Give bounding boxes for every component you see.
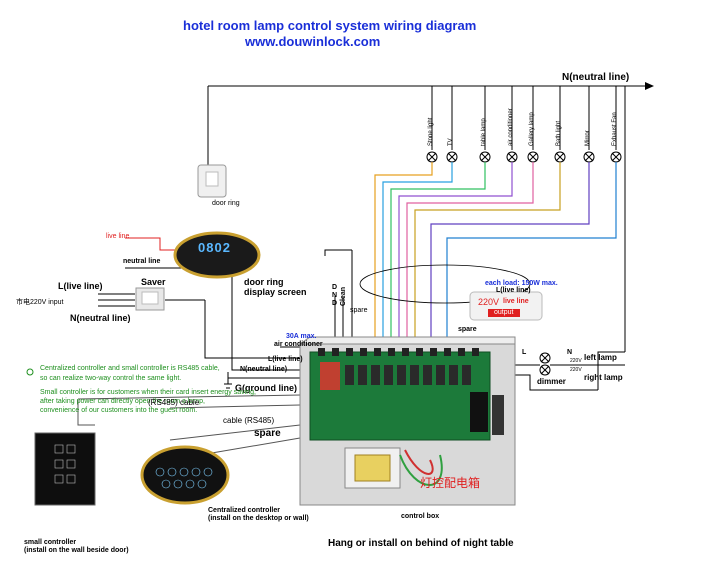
lamp-exhaust-fan <box>610 151 622 163</box>
dnd-letter-2: N <box>332 292 338 299</box>
g-ground-line: G(ground line) <box>235 383 297 393</box>
lamp-label-tv: TV <box>448 138 454 146</box>
n-neutral-line-left: N(neutral line) <box>70 313 131 323</box>
lamp-air-conditioner <box>506 151 518 163</box>
n-neutral-line-box: N(neutral line) <box>240 366 288 373</box>
control-box-drawing <box>298 336 516 506</box>
dimmer-v1-label: 220V <box>570 358 582 364</box>
output-label: output <box>494 309 514 316</box>
lamp-mirror <box>583 151 595 163</box>
dimmer-l-label: L <box>522 349 527 356</box>
control-box-label: control box <box>401 513 440 520</box>
ac-max-label: 30A max. <box>286 333 317 340</box>
lamp-tv <box>446 151 458 163</box>
v220-label: 220V <box>478 297 500 307</box>
live-line-box-label: live line <box>503 298 529 305</box>
lamp-label-bath: Bath light <box>556 120 562 146</box>
spare-right-label: spare <box>458 326 477 333</box>
live-line-red-label: live line <box>106 233 130 240</box>
display-number: 0802 <box>198 240 231 255</box>
left-lamp-label: left lamp <box>584 353 617 362</box>
cn-box-label: 灯控配电箱 <box>420 476 481 490</box>
lamp-gallery <box>527 151 539 163</box>
neutral-line-small-label: neutral line <box>123 258 161 265</box>
right-lamp-label: right lamp <box>584 373 623 382</box>
door-ring-small-label: door ring <box>212 200 240 207</box>
clean-label: Clean <box>340 286 347 306</box>
neutral-line-top-label: N(neutral line) <box>562 72 630 83</box>
lamp-table <box>479 151 491 163</box>
air-conditioner-label: air conditioner <box>274 341 323 348</box>
l-live-line-box: L(live line) <box>268 356 303 363</box>
lamp-label-air-conditioner: air conditioner <box>508 108 514 146</box>
load-note: each load: 150W max. <box>485 280 558 287</box>
dimmer-n-label: N <box>567 349 573 356</box>
rs485-cable-label: (RS485) cable <box>148 398 200 407</box>
dnd-letter-3: D <box>332 300 338 307</box>
website-url: www.douwinlock.com <box>245 34 381 49</box>
dimmer-v2-label: 220V <box>570 367 582 373</box>
door-ring-display-label: door ring display screen <box>244 277 307 297</box>
l-live-line-right: L(live line) <box>496 287 531 294</box>
bottom-note: Hang or install on behind of night table <box>328 538 514 549</box>
note-line-5: convenience of our customers into the gu… <box>40 407 198 414</box>
note-line-1: Centralized controller and small control… <box>40 365 220 372</box>
note-line-4: after taking power can directly open the… <box>40 398 205 405</box>
note-line-3: Small controller is for customers when t… <box>40 389 256 396</box>
dimmer-label: dimmer <box>537 377 566 386</box>
neutral-line-arrow <box>645 82 654 90</box>
lamp-label-exhaust-fan: Exhaust Fan <box>612 112 618 146</box>
cable-rs485-label: cable (RS485) <box>223 416 275 425</box>
centralized-controller-label: Centralized controller (install on the d… <box>208 507 309 522</box>
lamp-stone-light <box>426 151 438 163</box>
lamp-label-mirror: Mirror <box>585 130 591 146</box>
lamp-symbols <box>426 151 622 163</box>
spare-bold-label: spare <box>254 428 281 439</box>
dnd-letter-1: D <box>332 284 338 291</box>
spare-small-label: spare <box>350 307 368 314</box>
lamp-label-stone-light: Stone light <box>428 117 434 146</box>
saver-label: Saver <box>141 277 166 287</box>
input-220v-label: 市电220V input <box>16 299 64 306</box>
lamp-bath <box>554 151 566 163</box>
lamp-label-gallery: Gallery lamp <box>529 112 535 146</box>
lamp-label-table: table lamp <box>481 118 487 146</box>
note-line-2: so can realize two-way control the same … <box>40 375 182 382</box>
diagram-title: hotel room lamp control system wiring di… <box>183 18 477 33</box>
small-controller-label: small controller (install on the wall be… <box>24 539 129 554</box>
l-live-line-left: L(live line) <box>58 281 103 291</box>
